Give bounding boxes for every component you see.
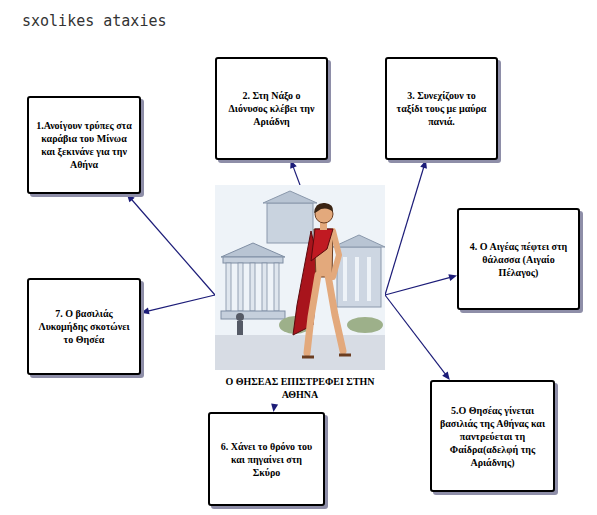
- connector-line: [385, 277, 451, 295]
- event-box: 2. Στη Νάξο ο Διόνυσος κλέβει την Αριάδν…: [215, 57, 328, 160]
- arrowhead: [442, 372, 450, 380]
- illustration-node: Ο ΘΗΣΕΑΣ ΕΠΙΣΤΡΕΦΕΙ ΣΤΗΝ ΑΘΗΝΑ: [215, 185, 385, 405]
- event-box: 3. Συνεχίζουν το ταξίδι τους με μαύρα πα…: [385, 57, 498, 160]
- event-text: 6. Χάνει το θρόνο του και πηγαίνει στη Σ…: [217, 440, 316, 479]
- event-box: 6. Χάνει το θρόνο του και πηγαίνει στη Σ…: [208, 412, 325, 506]
- event-box: 1.Ανοίγουν τρύπες στα καράβια του Μίνωα …: [27, 96, 141, 194]
- arrowhead: [290, 160, 297, 169]
- arrow-connector: [385, 274, 457, 295]
- connector-line: [293, 166, 300, 185]
- arrow-connector: [385, 295, 450, 380]
- arrowhead: [420, 160, 427, 169]
- arrowhead: [271, 404, 278, 412]
- event-box: 4. Ο Αιγέας πέφτει στη θάλασσα (Αιγαίο Π…: [457, 208, 580, 310]
- event-text: 1.Ανοίγουν τρύπες στα καράβια του Μίνωα …: [36, 119, 132, 171]
- watermark-title: sxolikes ataxies: [22, 12, 167, 30]
- arrowhead: [127, 194, 135, 202]
- event-text: 4. Ο Αιγέας πέφτει στη θάλασσα (Αιγαίο Π…: [466, 240, 571, 279]
- event-text: 7. Ο βασιλιάς Λυκομήδης σκοτώνει το Θησέ…: [36, 307, 132, 346]
- event-text: 2. Στη Νάξο ο Διόνυσος κλέβει την Αριάδν…: [224, 89, 319, 128]
- arrowhead: [448, 274, 457, 281]
- arrow-connector: [290, 160, 300, 185]
- connector-line: [385, 295, 446, 375]
- connector-line: [385, 166, 424, 295]
- event-box: 7. Ο βασιλιάς Λυκομήδης σκοτώνει το Θησέ…: [27, 278, 141, 375]
- caption-text: Ο ΘΗΣΕΑΣ ΕΠΙΣΤΡΕΦΕΙ ΣΤΗΝ ΑΘΗΝΑ: [215, 375, 385, 401]
- arrow-connector: [385, 160, 427, 295]
- event-text: 3. Συνεχίζουν το ταξίδι τους με μαύρα πα…: [394, 89, 489, 128]
- theseus-illustration: [215, 185, 385, 370]
- arrow-connector: [141, 295, 215, 314]
- connector-line: [131, 199, 215, 295]
- event-text: 5.Ο Θησέας γίνεται βασιλιάς της Αθήνας κ…: [439, 404, 546, 469]
- connector-line: [147, 295, 215, 311]
- event-box: 5.Ο Θησέας γίνεται βασιλιάς της Αθήνας κ…: [430, 380, 555, 492]
- arrow-connector: [271, 404, 278, 412]
- arrowhead: [141, 308, 150, 315]
